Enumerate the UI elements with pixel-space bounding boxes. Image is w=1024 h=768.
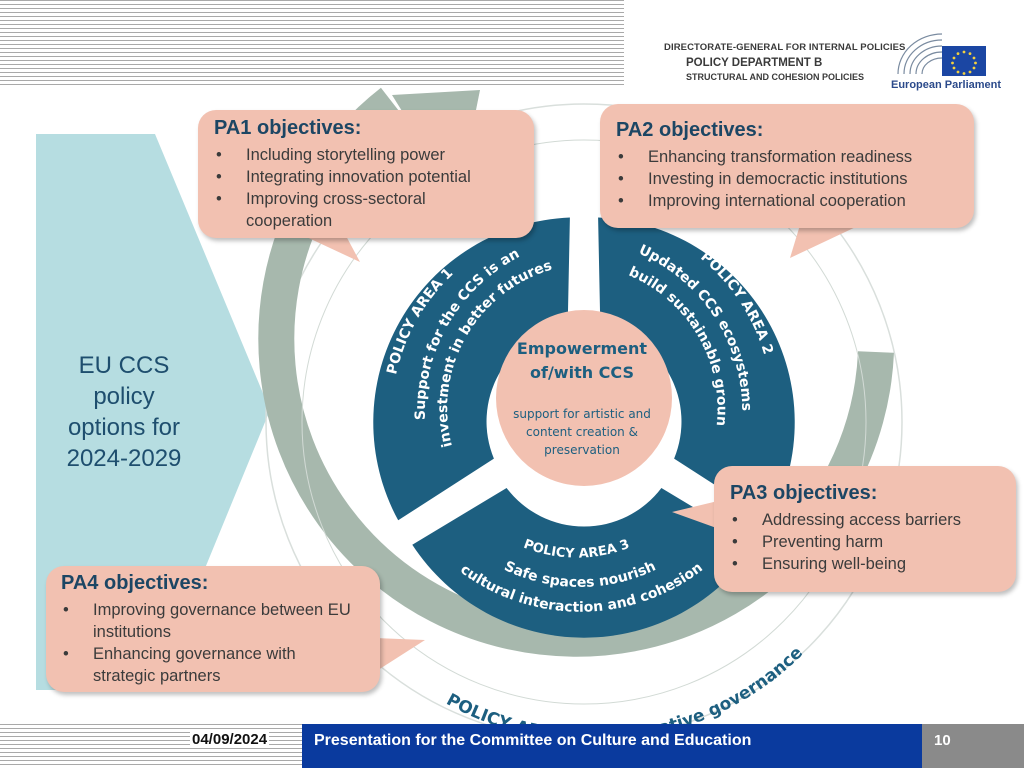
pa2-objective: Improving international cooperation bbox=[616, 190, 912, 212]
pa3-objective: Addressing access barriers bbox=[730, 509, 961, 531]
center-sub-3: preservation bbox=[544, 443, 620, 457]
pa4-callout-tail bbox=[375, 638, 425, 672]
pa2-callout-tail bbox=[790, 225, 860, 258]
side-label-line: EU CCS bbox=[78, 352, 170, 379]
european-parliament-name: European Parliament bbox=[891, 79, 1002, 91]
center-circle bbox=[496, 310, 672, 486]
european-parliament-logo bbox=[897, 33, 986, 76]
side-label-line: policy bbox=[93, 383, 155, 410]
center-title-2: of/with CCS bbox=[530, 363, 634, 382]
side-label: EU CCS policy options for 2024-2029 bbox=[50, 350, 198, 474]
center-sub-1: support for artistic and bbox=[513, 407, 651, 421]
pa1-segment bbox=[373, 217, 570, 521]
pa1-objective-list: Including storytelling power Integrating… bbox=[214, 144, 514, 232]
header-directorate: DIRECTORATE-GENERAL FOR INTERNAL POLICIE… bbox=[664, 42, 906, 53]
pa1-callout-title: PA1 objectives: bbox=[214, 117, 362, 139]
header-department: POLICY DEPARTMENT B bbox=[686, 57, 823, 69]
pa2-segment bbox=[598, 217, 795, 521]
footer-title-bar: Presentation for the Committee on Cultur… bbox=[302, 724, 922, 768]
pa3-callout-title: PA3 objectives: bbox=[730, 482, 878, 504]
pa1-objective: Including storytelling power bbox=[214, 144, 514, 166]
pa4-objective-list: Improving governance between EU institut… bbox=[61, 599, 361, 687]
pa3-callout-tail bbox=[672, 500, 722, 530]
pa1-objective: Improving cross-sectoral cooperation bbox=[214, 188, 476, 232]
center-title-1: Empowerment bbox=[517, 339, 647, 358]
header-subtitle: STRUCTURAL AND COHESION POLICIES bbox=[686, 72, 865, 82]
pa2-objective: Enhancing transformation readiness bbox=[616, 146, 912, 168]
pa4-callout-title: PA4 objectives: bbox=[61, 572, 209, 594]
pa2-callout-title: PA2 objectives: bbox=[616, 119, 764, 141]
header-stripes bbox=[0, 0, 624, 86]
pa1-objective: Integrating innovation potential bbox=[214, 166, 514, 188]
pa4-objective: Improving governance between EU institut… bbox=[61, 599, 359, 643]
pa1-callout-tail bbox=[300, 234, 360, 262]
pa3-callout: PA3 objectives: Addressing access barrie… bbox=[714, 466, 1016, 592]
side-label-line: 2024-2029 bbox=[66, 445, 182, 472]
pa2-callout: PA2 objectives: Enhancing transformation… bbox=[600, 104, 974, 228]
page-number: 10 bbox=[934, 732, 951, 749]
footer-title: Presentation for the Committee on Cultur… bbox=[314, 732, 752, 749]
side-label-line: options for bbox=[67, 414, 181, 441]
side-chevron bbox=[36, 134, 270, 690]
pa3-objective-list: Addressing access barriers Preventing ha… bbox=[730, 509, 961, 575]
pa3-objective: Ensuring well-being bbox=[730, 553, 961, 575]
center-sub-2: content creation & bbox=[526, 425, 638, 439]
pa3-segment bbox=[412, 488, 756, 638]
pa2-objective: Investing in democractic institutions bbox=[616, 168, 912, 190]
footer-date: 04/09/2024 bbox=[190, 731, 270, 748]
inner-ring-line bbox=[301, 139, 867, 705]
pa3-objective: Preventing harm bbox=[730, 531, 961, 553]
pa1-callout: PA1 objectives: Including storytelling p… bbox=[198, 110, 534, 238]
footer-page-box: 10 bbox=[922, 724, 1024, 768]
pa4-callout: PA4 objectives: Improving governance bet… bbox=[46, 566, 380, 692]
pa2-objective-list: Enhancing transformation readiness Inves… bbox=[616, 146, 912, 212]
pa4-objective: Enhancing governance with strategic part… bbox=[61, 643, 333, 687]
